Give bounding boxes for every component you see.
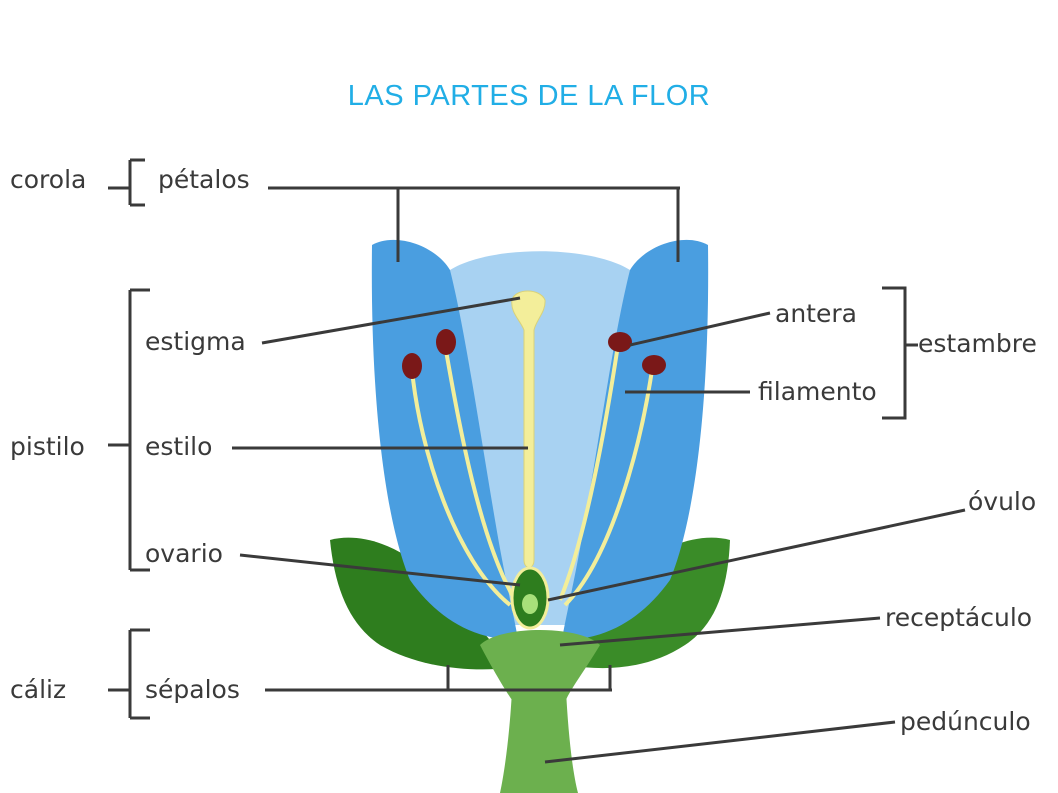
label-filamento: filamento (758, 377, 877, 406)
label-sepalos: sépalos (145, 675, 240, 704)
label-receptaculo: receptáculo (885, 603, 1032, 632)
label-antera: antera (775, 299, 857, 328)
pistil-style (511, 290, 546, 568)
label-corola: corola (10, 165, 86, 194)
label-estigma: estigma (145, 327, 246, 356)
anther-right-1 (608, 332, 632, 352)
page-title: LAS PARTES DE LA FLOR (347, 80, 711, 112)
anther-right-2 (642, 355, 666, 375)
petal-left (371, 239, 518, 641)
filament-right-1 (558, 344, 620, 601)
anther-left-2 (436, 329, 456, 355)
label-pistilo: pistilo (10, 432, 85, 461)
petal-right (562, 239, 709, 641)
label-caliz: cáliz (10, 675, 66, 704)
anther-left-1 (402, 353, 422, 379)
leader-lines (108, 158, 966, 764)
label-estambre: estambre (918, 329, 1037, 358)
label-petalos: pétalos (158, 165, 250, 194)
peduncle-shape (500, 690, 578, 793)
receptacle-shape (480, 630, 600, 700)
filament-left-1 (410, 369, 512, 607)
ovule-shape (522, 594, 538, 614)
label-estilo: estilo (145, 432, 212, 461)
label-ovulo: óvulo (968, 487, 1036, 516)
label-ovario: ovario (145, 539, 223, 568)
label-pedunculo: pedúnculo (900, 707, 1031, 736)
filament-left-2 (443, 344, 517, 602)
filament-right-2 (563, 369, 654, 607)
